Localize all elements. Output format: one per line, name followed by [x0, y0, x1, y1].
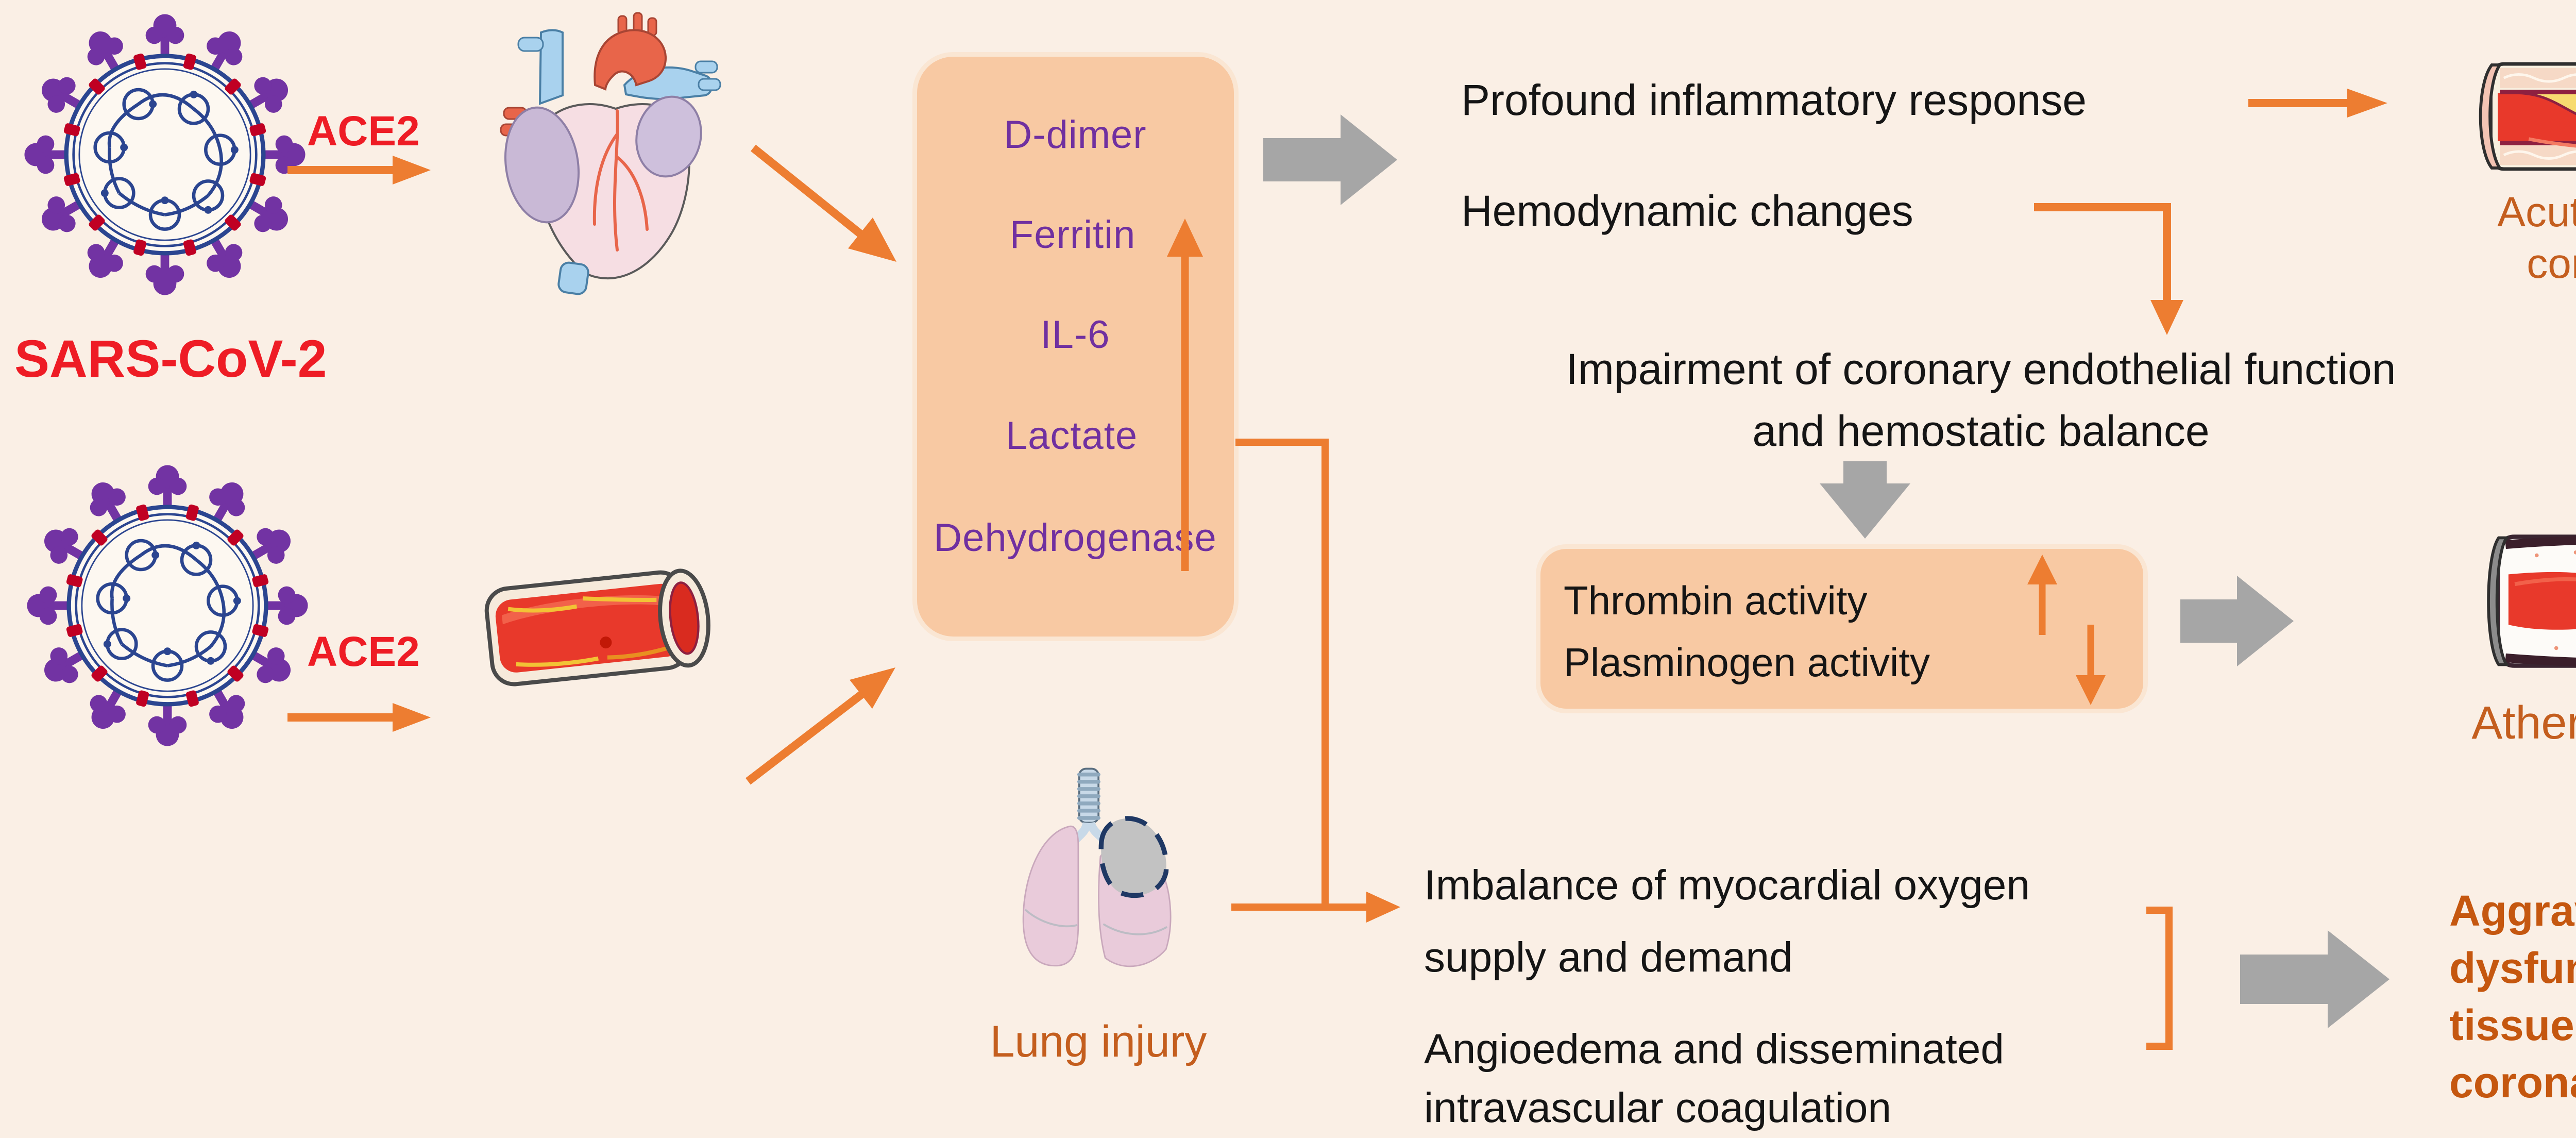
profound-response-text: Profound inflammatory response — [1461, 76, 2087, 124]
acute-occlusion-line-2: coronary artery — [2527, 240, 2576, 287]
biomarker-item: Ferritin — [1009, 213, 1136, 257]
imbalance-line-2: supply and demand — [1424, 934, 1793, 981]
angioedema-line-2: intravascular coagulation — [1424, 1084, 1892, 1131]
injured-lobe — [1098, 816, 1169, 898]
inflammation-to-occlusion-arrow — [2248, 89, 2387, 118]
impairment-to-thrombin-arrow — [1820, 461, 1910, 539]
heart-to-box-arrow — [750, 144, 896, 262]
thrombin-up-arrow — [2027, 555, 2057, 635]
thrombus-artery-icon — [2487, 534, 2576, 668]
ace2-label-top: ACE2 — [307, 108, 420, 155]
angioedema-line-1: Angioedema and disseminated — [1424, 1026, 2004, 1073]
impairment-text: Impairment of coronary endothelial funct… — [1566, 338, 2396, 462]
outcome-line-1: Aggravate microvascular — [2449, 886, 2576, 935]
box-to-imbalance-elbow-arrow — [1231, 439, 1400, 923]
ace2-arrow-bottom — [287, 703, 431, 732]
coronary-arteries — [592, 109, 649, 252]
virus-name-label: SARS-CoV-2 — [14, 329, 327, 388]
imbalance-line-1: Imbalance of myocardial oxygen — [1424, 862, 2030, 909]
outcome-line-2: dysfunction, myocardial — [2449, 944, 2576, 992]
bracket-to-outcome-arrow — [2240, 930, 2389, 1028]
outcome-line-4: coronary artery spasm — [2449, 1058, 2576, 1107]
impairment-line-1: Impairment of coronary endothelial funct… — [1566, 345, 2396, 393]
acute-occlusion-label: Acute occlusion of coronary artery — [2497, 187, 2576, 290]
acute-occlusion-line-1: Acute occlusion of — [2497, 189, 2576, 236]
hemodynamic-text: Hemodynamic changes — [1461, 187, 1913, 235]
biomarker-item: Dehydrogenase — [934, 516, 1217, 560]
plaque-artery-icon — [2479, 62, 2576, 171]
heart-icon — [500, 12, 721, 295]
ace2-label-bottom: ACE2 — [307, 628, 420, 675]
grouping-bracket — [2146, 907, 2173, 1050]
plasminogen-activity-text: Plasminogen activity — [1564, 640, 1930, 685]
imbalance-text: Imbalance of myocardial oxygen supply an… — [1424, 849, 2030, 994]
outcome-text: Aggravate microvascular dysfunction, myo… — [2449, 882, 2576, 1111]
angioedema-text: Angioedema and disseminated intravascula… — [1424, 1020, 2004, 1137]
outcome-line-3: tissue occlusion or — [2449, 1001, 2576, 1049]
thrombin-to-athero-arrow — [2180, 576, 2294, 666]
vessel-to-box-arrow — [745, 667, 895, 785]
hemodynamic-elbow-arrow — [2034, 203, 2183, 335]
lungs-icon — [1022, 767, 1172, 967]
atherothrombosis-label: Atherothrombosis — [2471, 697, 2576, 749]
impairment-line-2: and hemostatic balance — [1752, 407, 2210, 455]
biomarker-item: D-dimer — [1004, 113, 1147, 157]
thrombin-activity-text: Thrombin activity — [1564, 578, 1868, 623]
biomarker-item: Lactate — [1005, 414, 1138, 458]
wall-speckles — [2535, 550, 2576, 650]
plasminogen-down-arrow — [2076, 625, 2106, 705]
biomarker-item: IL-6 — [1040, 313, 1110, 357]
box-to-responses-arrow — [1263, 114, 1397, 205]
ace2-arrow-top — [287, 156, 431, 185]
lung-injury-label: Lung injury — [990, 1017, 1207, 1066]
artery-icon — [484, 568, 710, 687]
biomarker-increase-arrow — [1167, 219, 1203, 571]
